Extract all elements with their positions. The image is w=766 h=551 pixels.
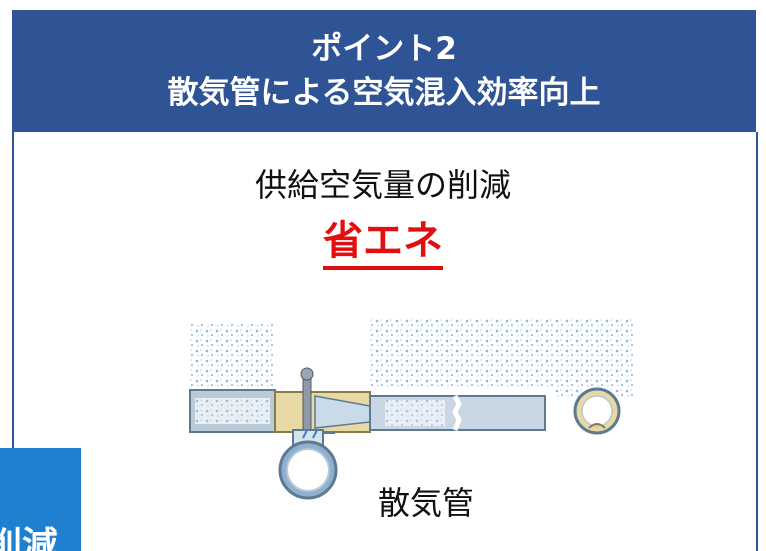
diagram-caption: 散気管 xyxy=(378,484,475,522)
banner-title-line1: ポイント2 xyxy=(311,31,457,67)
bubbles-right xyxy=(555,318,633,398)
emphasis-line: 省エネ xyxy=(0,208,766,270)
energy-saving-label: 省エネ xyxy=(323,218,443,270)
corner-tab: 削減 xyxy=(0,448,81,551)
title-banner: ポイント2 散気管による空気混入効率向上 xyxy=(12,10,756,132)
bubbles-center xyxy=(370,318,555,388)
bubbles-left xyxy=(190,323,275,388)
corner-tab-text: 削減 xyxy=(0,525,59,551)
diffuser-pipe-diagram xyxy=(189,318,633,500)
subtitle: 供給空気量の削減 xyxy=(254,166,511,204)
banner-title-line2: 散気管による空気混入効率向上 xyxy=(167,75,601,111)
